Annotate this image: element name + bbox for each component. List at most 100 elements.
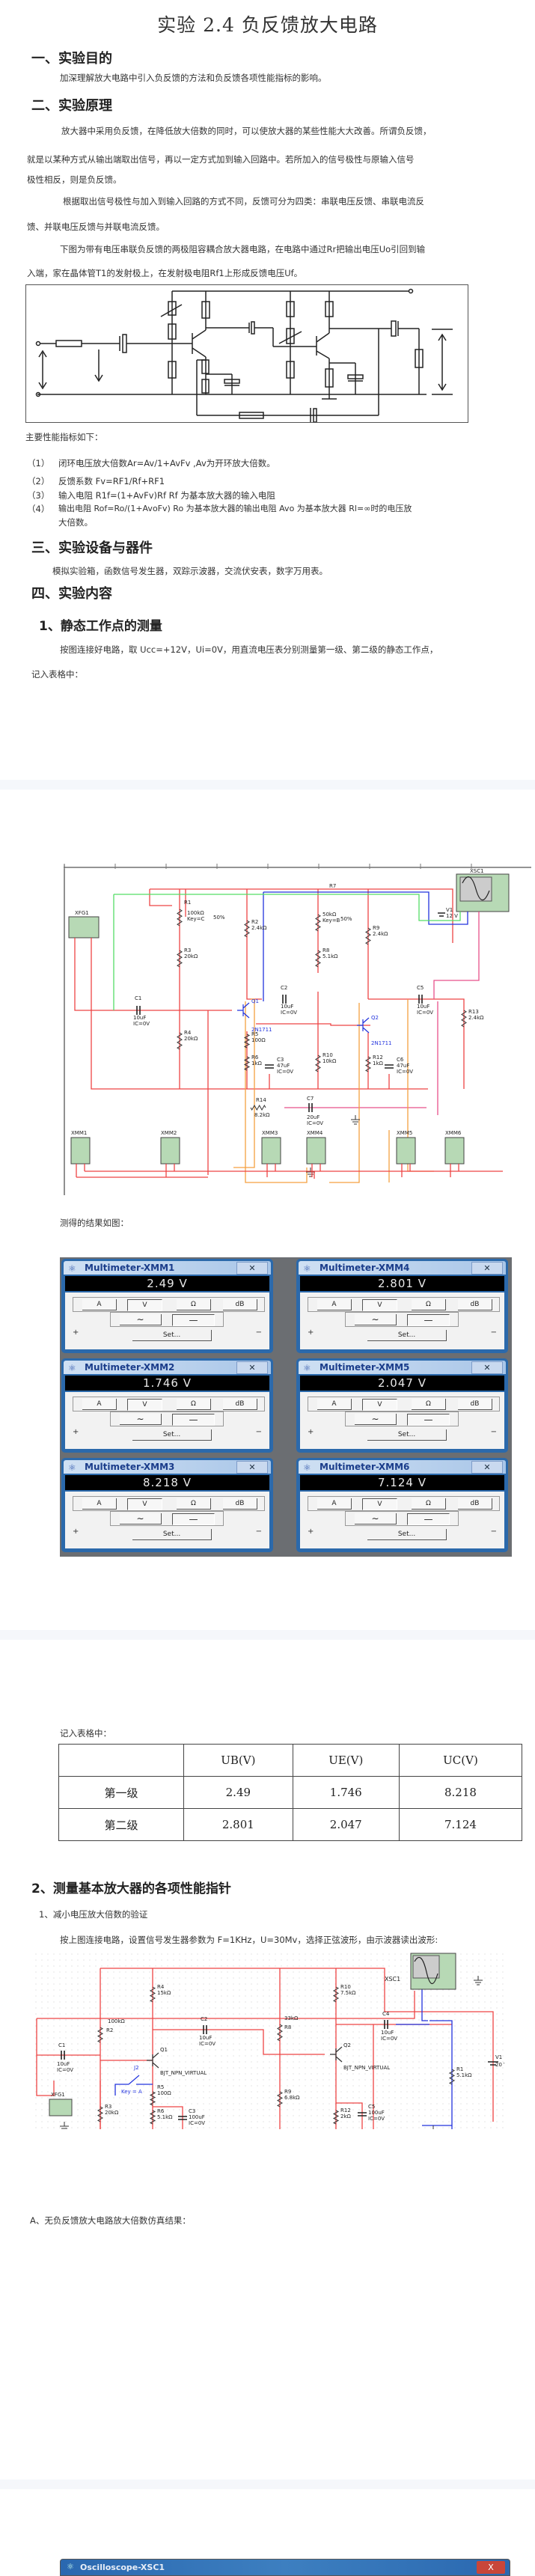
settings-button[interactable]: Set... <box>132 1429 212 1441</box>
positive-terminal-icon[interactable]: + <box>73 1428 79 1436</box>
settings-button[interactable]: Set... <box>132 1330 212 1341</box>
ac-mode-button[interactable]: ∼ <box>120 1414 162 1425</box>
ac-mode-button[interactable]: ∼ <box>120 1513 162 1524</box>
ammeter-button[interactable]: A <box>317 1399 352 1410</box>
negative-terminal-icon[interactable]: − <box>255 1428 262 1436</box>
voltmeter-button[interactable]: V <box>362 1498 397 1510</box>
grid-dot <box>275 2097 276 2099</box>
ac-mode-button[interactable]: ∼ <box>120 1314 162 1325</box>
decibel-button[interactable]: dB <box>458 1399 492 1410</box>
negative-terminal-icon[interactable]: − <box>490 1328 497 1337</box>
decibel-button[interactable]: dB <box>223 1399 257 1410</box>
grid-dot <box>53 2025 55 2027</box>
close-button[interactable]: ✕ <box>471 1262 503 1275</box>
grid-dot <box>358 2025 360 2027</box>
ammeter-button[interactable]: A <box>82 1399 117 1410</box>
transistor-q2 <box>357 1017 370 1034</box>
multimeter-titlebar[interactable]: ⚛ Multimeter-XMM2 ✕ <box>64 1361 271 1374</box>
decibel-button[interactable]: dB <box>223 1498 257 1510</box>
negative-terminal-icon[interactable]: − <box>490 1428 497 1436</box>
grid-dot <box>418 2001 420 2003</box>
settings-button[interactable]: Set... <box>132 1529 212 1540</box>
settings-button[interactable]: Set... <box>367 1429 447 1441</box>
settings-button[interactable]: Set... <box>367 1330 447 1341</box>
grid-dot <box>293 1959 294 1961</box>
close-button[interactable]: ✕ <box>236 1262 268 1275</box>
multimeter-titlebar[interactable]: ⚛ Multimeter-XMM5 ✕ <box>299 1361 506 1374</box>
grid-dot <box>53 2019 55 2021</box>
grid-dot <box>65 2013 67 2015</box>
grid-dot <box>227 2013 228 2015</box>
ac-mode-button[interactable]: ∼ <box>355 1513 397 1524</box>
ohmmeter-button[interactable]: Ω <box>177 1399 211 1410</box>
grid-dot <box>101 2055 103 2057</box>
indicator-3-text: 输入电阻 R1f=(1+AvFv)Rf Rf 为基本放大器的输入电阻 <box>58 490 275 501</box>
grid-dot <box>305 2031 306 2033</box>
grid-dot <box>227 2043 228 2045</box>
close-button[interactable]: ✕ <box>471 1361 503 1374</box>
voltmeter-button[interactable]: V <box>127 1299 162 1311</box>
multimeter-titlebar[interactable]: ⚛ Multimeter-XMM1 ✕ <box>64 1261 271 1275</box>
heading-purpose: 一、实验目的 <box>31 51 112 67</box>
grid-dot <box>317 1983 318 1985</box>
grid-dot <box>448 1989 450 1991</box>
multimeter-titlebar[interactable]: ⚛ Multimeter-XMM4 ✕ <box>299 1261 506 1275</box>
grid-dot <box>376 1983 378 1985</box>
dc-mode-button[interactable]: — <box>172 1513 215 1525</box>
negative-terminal-icon[interactable]: − <box>490 1527 497 1536</box>
multimeter-window[interactable]: ⚛ Multimeter-XMM1 ✕ 2.49 V A V Ω dB ∼ — … <box>61 1259 273 1353</box>
settings-button[interactable]: Set... <box>367 1529 447 1540</box>
dc-mode-button[interactable]: — <box>172 1314 215 1326</box>
multimeter-window[interactable]: ⚛ Multimeter-XMM2 ✕ 1.746 V A V Ω dB ∼ —… <box>61 1358 273 1453</box>
ohmmeter-button[interactable]: Ω <box>412 1399 446 1410</box>
multimeter-window[interactable]: ⚛ Multimeter-XMM4 ✕ 2.801 V A V Ω dB ∼ —… <box>296 1259 508 1353</box>
voltmeter-button[interactable]: V <box>362 1299 397 1311</box>
multimeter-window[interactable]: ⚛ Multimeter-XMM3 ✕ 8.218 V A V Ω dB ∼ —… <box>61 1458 273 1552</box>
ammeter-button[interactable]: A <box>317 1299 352 1310</box>
ohmmeter-button[interactable]: Ω <box>412 1299 446 1310</box>
voltmeter-button[interactable]: V <box>362 1399 397 1411</box>
positive-terminal-icon[interactable]: + <box>308 1328 314 1337</box>
negative-terminal-icon[interactable]: − <box>255 1328 262 1337</box>
grid-dot <box>328 2043 330 2045</box>
positive-terminal-icon[interactable]: + <box>73 1527 79 1536</box>
dc-mode-button[interactable]: — <box>407 1414 450 1426</box>
grid-dot <box>502 2001 504 2003</box>
positive-terminal-icon[interactable]: + <box>73 1328 79 1337</box>
grid-dot <box>311 1995 312 1997</box>
ammeter-button[interactable]: A <box>82 1299 117 1310</box>
decibel-button[interactable]: dB <box>458 1498 492 1510</box>
multimeter-titlebar[interactable]: ⚛ Multimeter-XMM3 ✕ <box>64 1460 271 1474</box>
grid-dot <box>328 1953 330 1955</box>
grid-dot <box>77 2013 79 2015</box>
oscilloscope-window-titlebar[interactable]: ⚛ Oscilloscope-XSC1 X <box>60 2559 510 2576</box>
close-button[interactable]: ✕ <box>236 1361 268 1374</box>
dc-mode-button[interactable]: — <box>407 1314 450 1326</box>
multimeter-window[interactable]: ⚛ Multimeter-XMM5 ✕ 2.047 V A V Ω dB ∼ —… <box>296 1358 508 1453</box>
voltmeter-button[interactable]: V <box>127 1498 162 1510</box>
decibel-button[interactable]: dB <box>458 1299 492 1310</box>
grid-dot <box>454 2007 456 2009</box>
close-button[interactable]: ✕ <box>471 1461 503 1474</box>
positive-terminal-icon[interactable]: + <box>308 1428 314 1436</box>
grid-dot <box>47 2073 49 2075</box>
grid-dot <box>95 2091 97 2093</box>
positive-terminal-icon[interactable]: + <box>308 1527 314 1536</box>
ohmmeter-button[interactable]: Ω <box>412 1498 446 1510</box>
multimeter-window[interactable]: ⚛ Multimeter-XMM6 ✕ 7.124 V A V Ω dB ∼ —… <box>296 1458 508 1552</box>
close-button[interactable]: ✕ <box>236 1461 268 1474</box>
decibel-button[interactable]: dB <box>223 1299 257 1310</box>
close-button[interactable]: X <box>477 2561 505 2574</box>
ammeter-button[interactable]: A <box>82 1498 117 1510</box>
ohmmeter-button[interactable]: Ω <box>177 1299 211 1310</box>
grid-dot <box>95 2049 97 2051</box>
ac-mode-button[interactable]: ∼ <box>355 1314 397 1325</box>
dc-mode-button[interactable]: — <box>407 1513 450 1525</box>
ammeter-button[interactable]: A <box>317 1498 352 1510</box>
multimeter-titlebar[interactable]: ⚛ Multimeter-XMM6 ✕ <box>299 1460 506 1474</box>
voltmeter-button[interactable]: V <box>127 1399 162 1411</box>
negative-terminal-icon[interactable]: − <box>255 1527 262 1536</box>
dc-mode-button[interactable]: — <box>172 1414 215 1426</box>
ohmmeter-button[interactable]: Ω <box>177 1498 211 1510</box>
ac-mode-button[interactable]: ∼ <box>355 1414 397 1425</box>
